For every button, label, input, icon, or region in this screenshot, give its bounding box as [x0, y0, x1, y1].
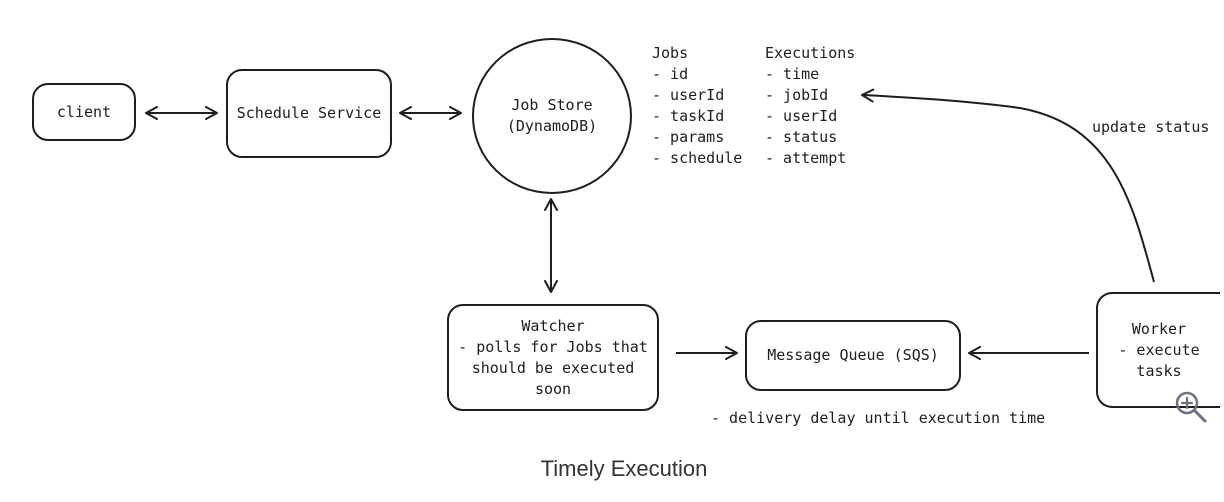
worker-node: Worker - execute tasks: [1096, 292, 1220, 408]
executions-list-item: - time: [765, 65, 820, 83]
worker-label-line3: tasks: [1136, 361, 1182, 380]
jobs-list-item: - userId: [652, 86, 725, 104]
worker-label-line2: - execute: [1118, 340, 1200, 359]
executions-list-title: Executions: [765, 44, 856, 62]
jobs-attribute-list: Jobs - id - userId - taskId - params - s…: [652, 43, 742, 169]
client-label: client: [56, 102, 112, 121]
update-status-label: update status: [1092, 118, 1210, 136]
job-store-node: Job Store (DynamoDB): [472, 38, 632, 194]
watcher-label-line4: soon: [534, 379, 572, 398]
arrow-worker-executions: [861, 88, 1155, 283]
message-queue-node: Message Queue (SQS): [745, 320, 961, 391]
watcher-label-line3: should be executed: [471, 358, 635, 377]
job-store-label-line1: Job Store: [511, 96, 593, 114]
executions-attribute-list: Executions - time - jobId - userId - sta…: [765, 43, 855, 169]
jobs-list-item: - params: [652, 128, 725, 146]
diagram-caption: Timely Execution: [540, 456, 708, 481]
schedule-service-node: Schedule Service: [226, 69, 392, 158]
watcher-label-line1: Watcher: [521, 316, 585, 335]
jobs-list-item: - schedule: [652, 149, 743, 167]
watcher-node: Watcher - polls for Jobs that should be …: [447, 304, 659, 411]
schedule-service-label: Schedule Service: [236, 104, 382, 122]
jobs-list-item: - taskId: [652, 107, 725, 125]
client-node: client: [32, 83, 136, 141]
delivery-delay-label: - delivery delay until execution time: [711, 409, 1046, 427]
executions-list-item: - jobId: [765, 86, 829, 104]
zoom-in-icon[interactable]: [1172, 388, 1210, 426]
executions-list-item: - attempt: [765, 149, 847, 167]
jobs-list-item: - id: [652, 65, 689, 83]
message-queue-label: Message Queue (SQS): [767, 346, 939, 364]
worker-label-line1: Worker: [1131, 319, 1187, 338]
executions-list-item: - userId: [765, 107, 838, 125]
watcher-label-line2: - polls for Jobs that: [458, 337, 648, 356]
jobs-list-title: Jobs: [652, 44, 689, 62]
job-store-label-line2: (DynamoDB): [506, 117, 598, 135]
executions-list-item: - status: [765, 128, 838, 146]
